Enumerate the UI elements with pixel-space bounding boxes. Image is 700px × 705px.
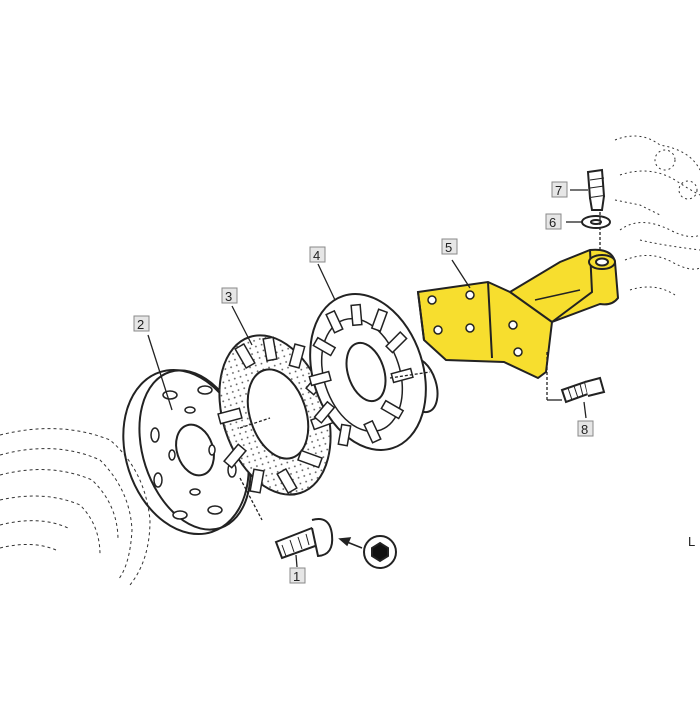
callout-8: 8 (577, 420, 594, 437)
svg-text:8: 8 (581, 422, 588, 437)
part-1-nut-icon (363, 535, 397, 569)
svg-text:4: 4 (313, 248, 320, 263)
callout-7: 7 (551, 181, 568, 198)
callout-6: 6 (545, 213, 562, 230)
callout-3: 3 (221, 287, 238, 304)
engine-background (614, 135, 700, 296)
part-7-bolt (586, 168, 606, 211)
part-5-support-bracket (416, 248, 620, 380)
tire-background (0, 428, 151, 586)
callout-5: 5 (441, 238, 458, 255)
part-6-washer (581, 215, 611, 229)
svg-text:3: 3 (225, 289, 232, 304)
part-3-coupling-ring (217, 334, 337, 496)
svg-text:7: 7 (555, 183, 562, 198)
part-4-coupling-hub (308, 293, 439, 451)
svg-text:2: 2 (137, 317, 144, 332)
svg-text:5: 5 (445, 240, 452, 255)
leader-lines (147, 189, 601, 568)
callout-2: 2 (133, 315, 150, 332)
callout-1: 1 (289, 567, 306, 584)
svg-text:1: 1 (293, 569, 300, 584)
part-1-bolt (274, 518, 334, 560)
part-8-bolt (560, 376, 606, 404)
nut-arrow (338, 537, 363, 549)
corner-text: L (688, 534, 695, 549)
callout-4: 4 (309, 246, 326, 263)
svg-text:6: 6 (549, 215, 556, 230)
